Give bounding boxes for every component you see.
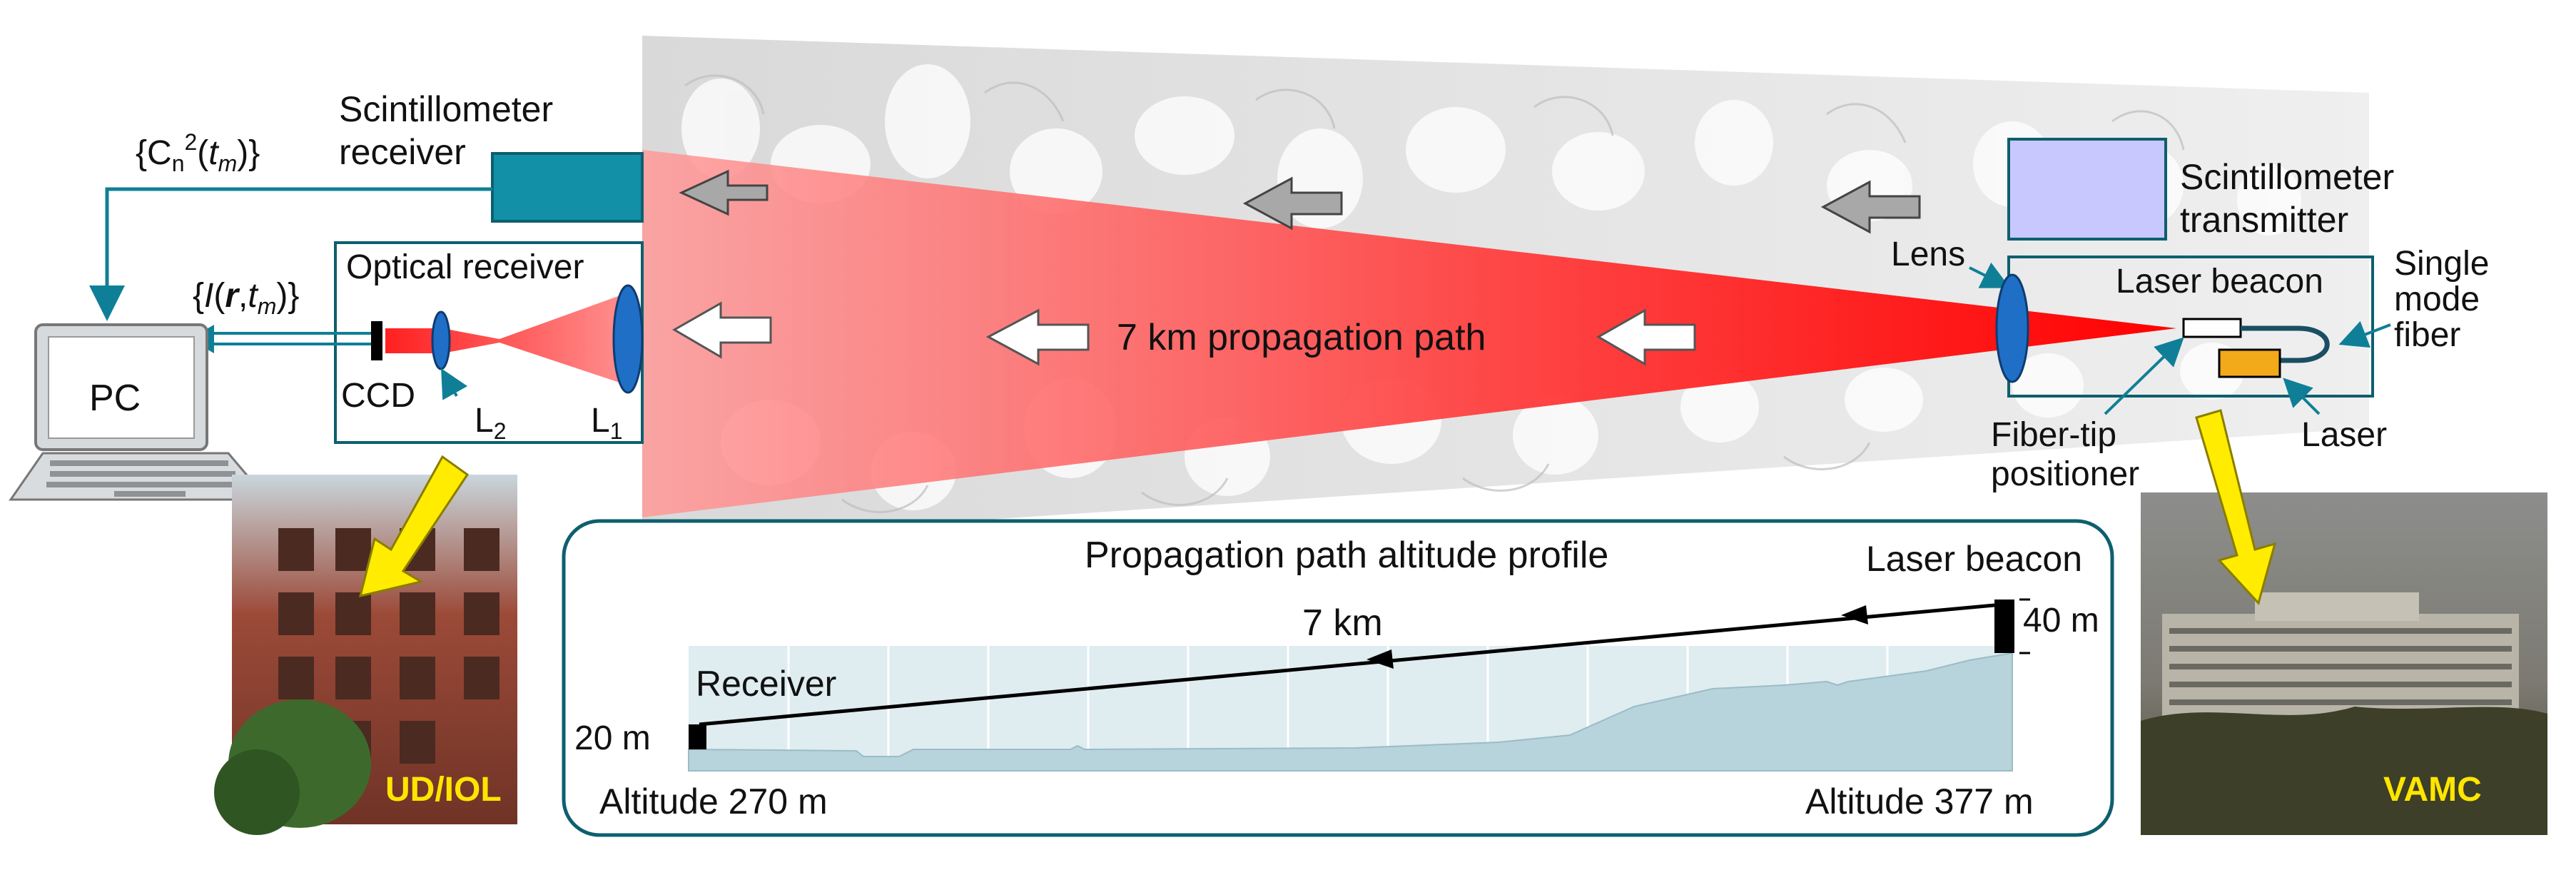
single-mode-label-3: fiber: [2394, 316, 2460, 354]
building-photo-right: [2141, 492, 2547, 835]
lens-pointer: [1969, 262, 2011, 288]
photo-right-label: VAMC: [2383, 771, 2482, 809]
profile-receiver: Receiver: [696, 664, 836, 704]
altitude-right: Altitude 377 m: [1805, 782, 2034, 821]
terrain-chart: [688, 646, 2013, 772]
fiber-tip-pointer: [2104, 337, 2184, 415]
l2-pointer: [441, 368, 468, 400]
scint-transmitter-box: [2007, 138, 2167, 241]
single-mode-label-2: mode: [2394, 280, 2480, 318]
building-photo-left: [214, 475, 517, 835]
photo-left-label: UD/IOL: [385, 771, 502, 809]
beacon-marker: [1994, 600, 2014, 653]
scintillometer-arrows: [679, 169, 1921, 234]
altitude-profile-panel: Propagation path altitude profile Laser …: [562, 519, 2114, 837]
scint-transmitter-label-2: transmitter: [2180, 200, 2348, 240]
receiver-height: 20 m: [574, 719, 651, 757]
propagation-path-label: 7 km propagation path: [1117, 317, 1486, 358]
beacon-height: 40 m: [2023, 602, 2099, 639]
los-arrow-2: [1366, 649, 1394, 669]
laser-label: Laser: [2301, 416, 2387, 454]
altitude-left: Altitude 270 m: [599, 782, 828, 821]
transmitter-lens: [1995, 273, 2029, 383]
fiber-tip: [2182, 318, 2242, 338]
fiber-tip-label-2: positioner: [1991, 455, 2139, 493]
beam-arrows: [671, 301, 1696, 366]
lens-l2: [431, 310, 451, 370]
los-arrow-1: [1841, 605, 1868, 624]
scint-receiver-label-2: receiver: [339, 132, 466, 172]
laser-pointer: [2283, 378, 2321, 415]
right-photo-pointer: [2195, 409, 2277, 606]
ccd-sensor: [371, 321, 382, 360]
lens-label: Lens: [1891, 236, 1965, 273]
single-mode-fiber: [2241, 325, 2330, 363]
scint-receiver-label-1: Scintillometer: [339, 89, 553, 129]
laser-beacon-label: Laser beacon: [2116, 263, 2323, 300]
pc-label: PC: [89, 378, 141, 419]
laser-beam: [642, 150, 2176, 517]
intensity-label: {I(r,tm)}: [193, 277, 299, 319]
l2-label: L2: [475, 402, 507, 444]
laser-source: [2218, 348, 2281, 378]
cn2-signal-line: [89, 187, 492, 321]
laptop-icon: [9, 323, 270, 501]
optical-receiver-label: Optical receiver: [346, 248, 584, 286]
los-line: [699, 603, 1995, 727]
receiver-marker: [689, 724, 706, 749]
single-mode-label-1: Single: [2394, 245, 2489, 283]
profile-laser-beacon: Laser beacon: [1866, 539, 2082, 579]
scint-transmitter-label-1: Scintillometer: [2180, 157, 2394, 197]
ccd-label: CCD: [341, 377, 415, 415]
profile-title: Propagation path altitude profile: [1085, 535, 1608, 576]
fiber-pointer: [2338, 320, 2391, 348]
terrain-profile: [688, 652, 2013, 772]
l1-label: L1: [591, 402, 623, 444]
receiver-beam: [385, 293, 628, 385]
lens-l1: [612, 284, 644, 394]
scint-receiver-box: [491, 152, 644, 223]
left-photo-pointer: [358, 455, 470, 598]
fiber-tip-label-1: Fiber-tip: [1991, 416, 2116, 454]
profile-distance: 7 km: [1302, 602, 1383, 644]
cn2-label: {Cn2(tm)}: [136, 129, 260, 176]
